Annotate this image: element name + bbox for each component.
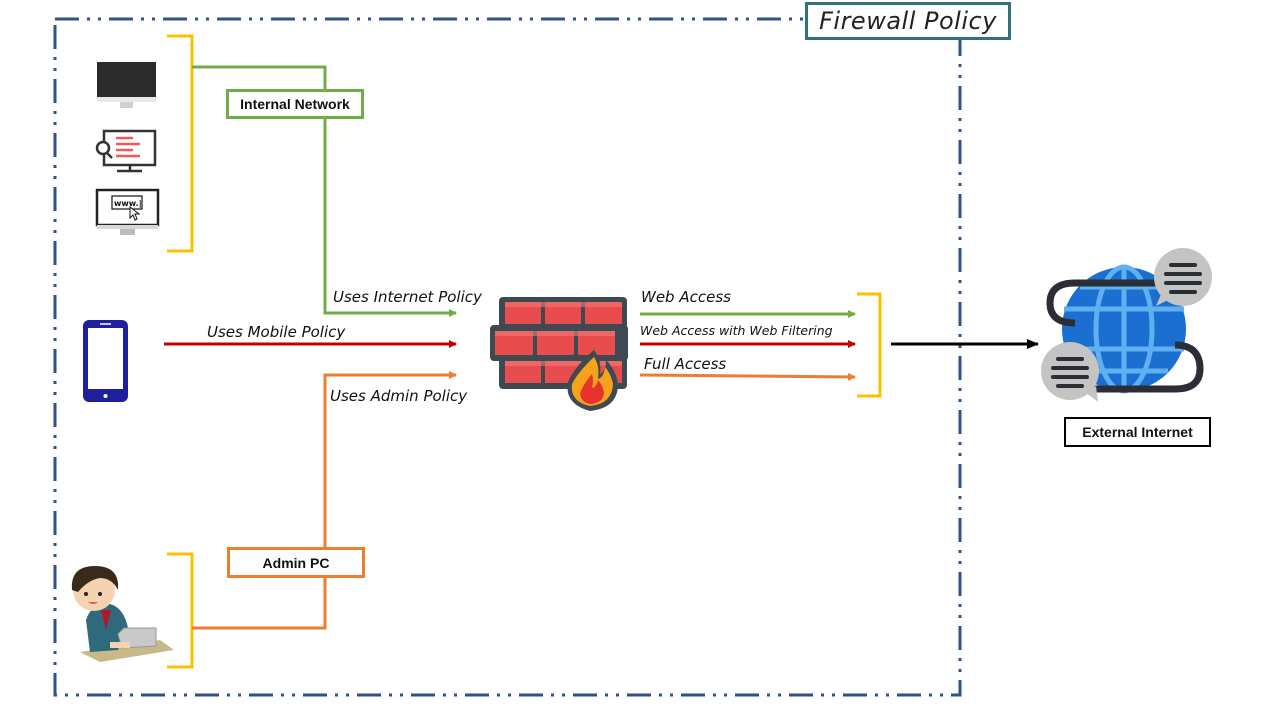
diagram-title: Firewall Policy [805, 2, 1011, 40]
desktop-monitor-icon [97, 62, 156, 108]
full-access-arrow [639, 372, 856, 381]
web-filtering-label: Web Access with Web Filtering [640, 323, 833, 338]
web-access-label: Web Access [641, 288, 731, 306]
admin-pc-node: Admin PC [227, 547, 365, 578]
svg-text:www.|: www.| [114, 199, 142, 208]
admin-policy-label: Uses Admin Policy [330, 387, 468, 405]
output-bracket [857, 292, 882, 398]
mobile-policy-label: Uses Mobile Policy [207, 323, 346, 341]
firewall-icon [490, 297, 628, 411]
admin-bracket [167, 552, 194, 669]
external-internet-node: External Internet [1064, 417, 1211, 447]
globe-chat-icon [1041, 248, 1212, 402]
admin-user-laptop-icon [71, 566, 174, 662]
internal-network-node: Internal Network [226, 89, 364, 119]
firewall-policy-boundary [53, 17, 962, 697]
full-access-label: Full Access [644, 355, 727, 373]
internal-connector [192, 65, 457, 317]
admin-connector [192, 371, 457, 630]
search-monitor-icon [95, 129, 157, 173]
internal-devices-bracket [167, 34, 194, 253]
www-browser-monitor-icon: www.| [95, 188, 160, 235]
internet-policy-label: Uses Internet Policy [333, 288, 482, 306]
mobile-phone-icon [83, 320, 128, 402]
